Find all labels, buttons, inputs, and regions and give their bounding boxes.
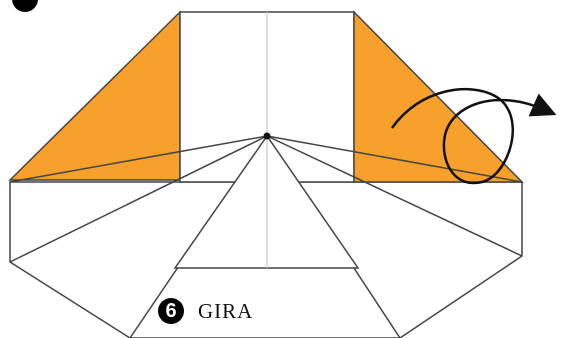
left-orange-flap bbox=[10, 12, 180, 180]
step-number-badge: 6 bbox=[158, 298, 184, 324]
step-instruction-label: GIRA bbox=[198, 298, 253, 324]
pivot-dot bbox=[264, 133, 271, 140]
